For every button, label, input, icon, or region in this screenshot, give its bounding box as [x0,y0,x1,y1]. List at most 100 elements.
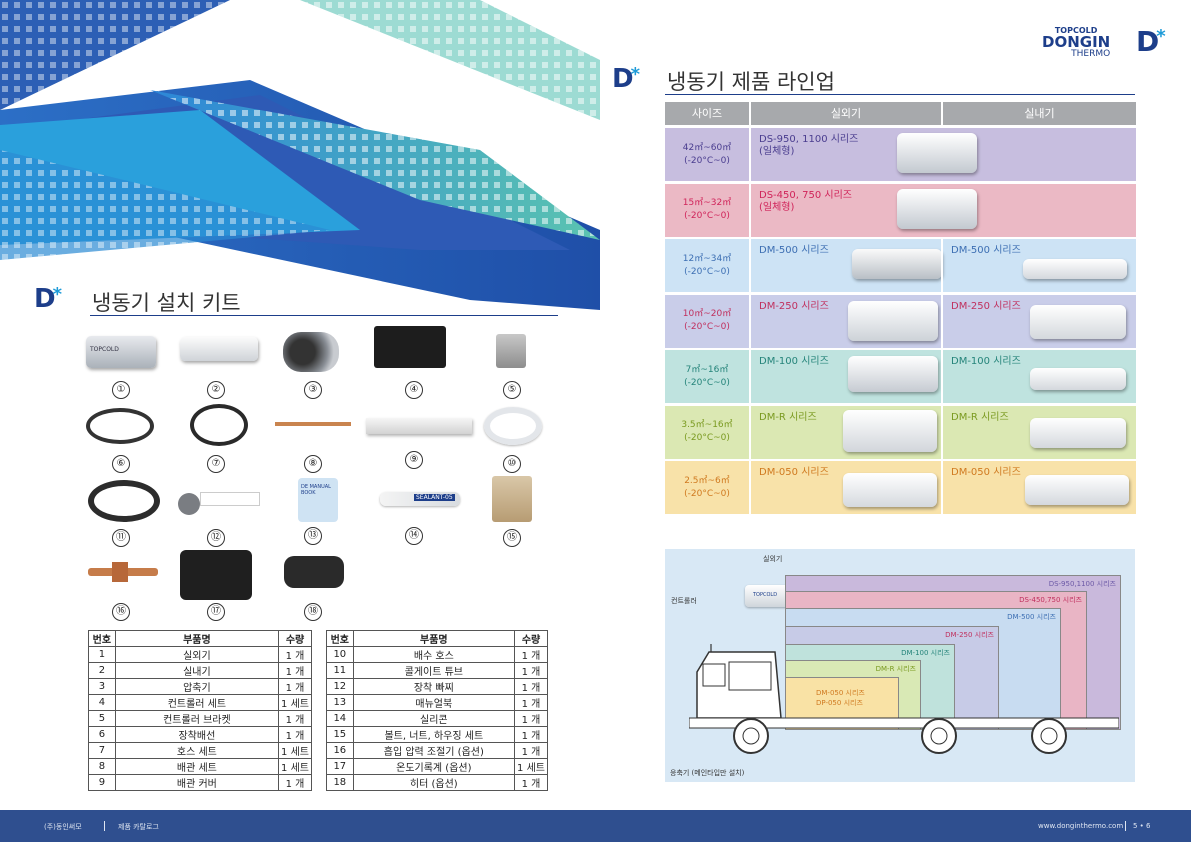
part-name: 압축기 [114,678,280,695]
part-number: 10 [326,646,354,663]
part-quantity: 1 개 [278,678,312,695]
lineup-indoor: DM-100 시리즈 [943,350,1136,403]
brand-logo: TOPCOLD DONGIN THERMO [1042,26,1110,59]
part-quantity: 1 개 [278,726,312,743]
lineup-size-range: 42㎥~60㎥ [682,142,732,153]
outdoor-unit-image [852,249,942,279]
indoor-unit-image [1030,304,1126,339]
lineup-temp-range: (-20°C~0) [684,322,730,332]
capacity-box-label: DS-450,750 시리즈 [1019,596,1082,604]
lineup-outdoor: DM-050 시리즈 [751,461,941,514]
lineup-size: 42㎥~60㎥(-20°C~0) [665,128,749,181]
lineup-row: 15㎥~32㎥(-20°C~0)DS-450, 750 시리즈(일체형) [665,183,1136,237]
lineup-outdoor: DM-100 시리즈 [751,350,941,403]
controller-set-image [374,326,446,368]
part-number: 7 [88,742,116,759]
drain-hose-image [484,407,542,445]
part-number: 18 [326,774,354,791]
number-15: ⑮ [503,529,521,547]
part-name: 흡입 압력 조절기 (옵션) [352,742,516,759]
lineup-separator [941,461,943,514]
part-name: 매뉴얼북 [352,694,516,711]
lineup-separator [749,239,751,292]
lineup-indoor-name: DM-R 시리즈 [951,411,1009,423]
lineup-outdoor: DM-500 시리즈 [751,239,941,292]
lineup-outdoor-name: DS-450, 750 시리즈 [759,189,852,201]
pipe-set-image [275,422,351,426]
lineup-row: 42㎥~60㎥(-20°C~0)DS-950, 1100 시리즈(일체형) [665,128,1136,181]
part-number: 8 [88,758,116,775]
lineup-temp-range: (-20°C~0) [684,488,730,499]
outdoor-unit-image [848,356,938,392]
heater-image [284,556,344,588]
lineup-size-range: 12㎥~34㎥ [682,253,732,264]
right-star-icon: * [630,64,641,85]
lineup-indoor-name: DM-050 시리즈 [951,467,1021,478]
indoor-unit-image [180,337,258,361]
lineup-outdoor-type: (일체형) [759,201,795,213]
part-name: 배관 커버 [114,774,280,791]
right-section-title: 냉동기 제품 라인업 [667,70,835,94]
part-quantity: 1 개 [278,646,312,663]
part-name: 실외기 [114,646,280,663]
lineup-outdoor: DM-250 시리즈 [751,295,941,348]
outdoor-unit-image [897,133,977,173]
part-number: 14 [326,710,354,727]
lineup-separator [941,350,943,403]
lineup-indoor: DM-050 시리즈 [943,461,1136,514]
part-name: 실내기 [114,662,280,679]
part-quantity: 1 개 [514,726,548,743]
lineup-temp-range: (-20°C~0) [684,266,730,277]
part-quantity: 1 개 [278,662,312,679]
lineup-separator [749,128,751,181]
lineup-size-range: 3.5㎥~16㎥ [681,420,733,430]
lineup-outdoor-name: DM-250 시리즈 [759,300,829,312]
parts-table-header: 번호 부품명 수량 [326,630,548,647]
lineup-separator [749,461,751,514]
brand-top: TOPCOLD [1054,26,1098,35]
number-16: ⑯ [112,603,130,621]
part-name: 콜게이트 튜브 [352,662,516,679]
footer-divider-2 [1125,821,1126,831]
header-quantity: 수량 [514,630,548,647]
diagram-unit-brand: TOPCOLD [753,592,778,598]
manual-book-label: DE MANUAL BOOK [301,484,331,496]
part-name: 볼트, 너트, 하우징 세트 [352,726,516,743]
controller-bracket-image [496,334,526,368]
brand-sub: THERMO [1071,49,1111,59]
parts-table-header: 번호 부품명 수량 [88,630,312,647]
lineup-temp-range: (-20°C~0) [684,433,730,443]
manual-book-image: DE MANUAL BOOK [298,478,338,522]
number-7: ⑦ [207,455,225,473]
part-name: 배관 세트 [114,758,280,775]
lineup-outdoor-name: DM-500 시리즈 [759,245,829,256]
lineup-indoor: DM-250 시리즈 [943,295,1136,348]
lineup-size: 2.5㎥~6㎥(-20°C~0) [665,461,749,514]
part-quantity: 1 개 [514,678,548,695]
indoor-unit-image [1030,368,1126,390]
header-number: 번호 [88,630,116,647]
part-quantity: 1 개 [514,646,548,663]
part-name: 장착 빠찌 [352,678,516,695]
indoor-unit-image [1023,259,1127,279]
lineup-indoor: DM-R 시리즈 [943,406,1136,459]
truck-illustration [689,644,1119,754]
part-number: 13 [326,694,354,711]
compressor-image [283,332,339,372]
mount-strap-image [200,492,260,506]
footer-url[interactable]: www.donginthermo.com [1038,822,1124,830]
capacity-box-label: DM-R 시리즈 [875,665,916,673]
diagram-compressor-label: 응축기 (메인타입만 설치) [670,769,745,777]
part-number: 15 [326,726,354,743]
part-name: 호스 세트 [114,742,280,759]
part-name: 컨트롤러 브라켓 [114,710,280,727]
lineup-separator [941,405,943,459]
lineup-outdoor: DM-R 시리즈 [751,406,941,459]
